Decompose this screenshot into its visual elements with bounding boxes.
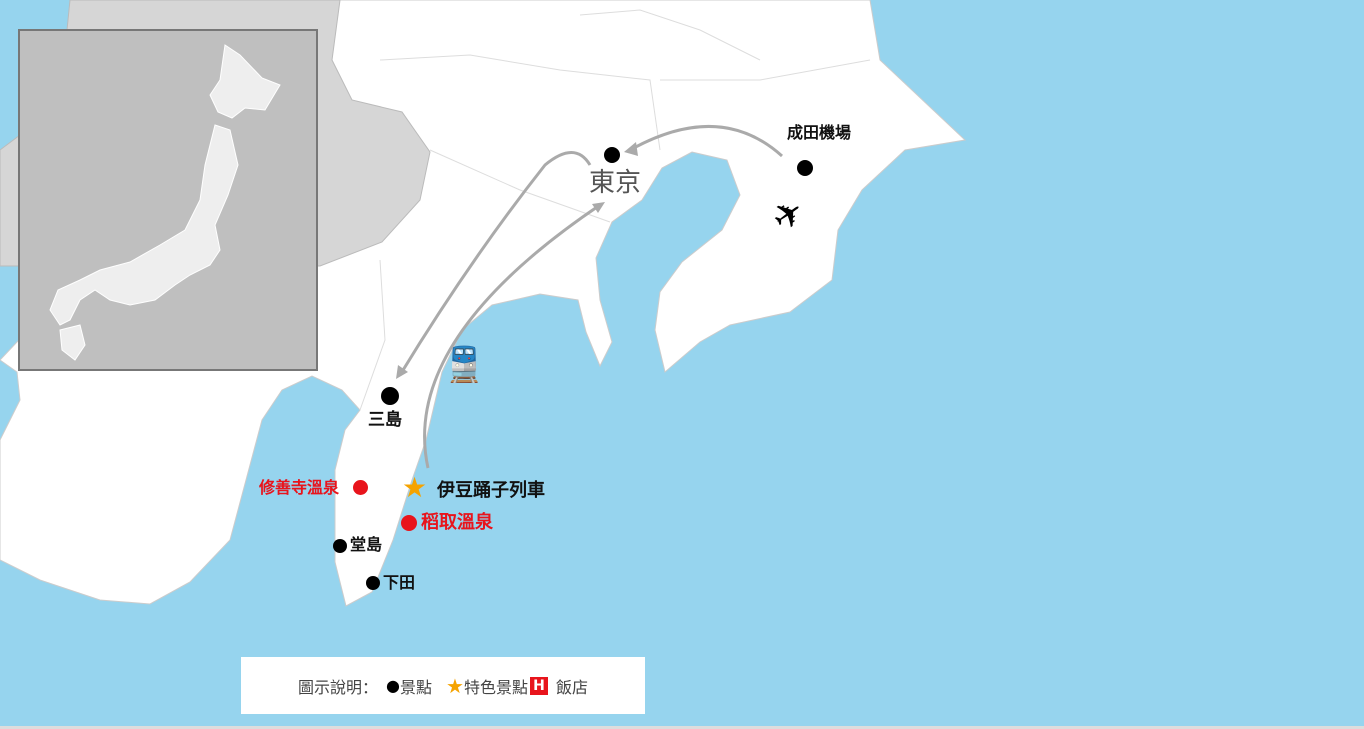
prefecture-borders [359, 9, 871, 411]
narita-dot[interactable] [797, 160, 813, 176]
legend-dot-icon: ● [386, 676, 400, 695]
izu-train-label: 伊豆踊子列車 [437, 480, 545, 501]
doshima-dot[interactable] [333, 539, 347, 553]
legend: 圖示說明： ● 景點 ★ 特色景點 H 飯店 [241, 657, 645, 714]
legend-hotel: 飯店 [555, 677, 588, 697]
legend-featured: 特色景點 [463, 677, 528, 697]
bottom-border [0, 726, 1364, 729]
legend-title: 圖示說明： [298, 677, 379, 697]
route-narita-tokyo [629, 125, 784, 158]
hotel-icon: H [529, 676, 548, 695]
route-tokyo-mishima [398, 151, 592, 376]
route-izu-tokyo [423, 203, 601, 469]
inatori-dot[interactable] [401, 515, 417, 531]
shuzenji-label: 修善寺溫泉 [259, 478, 340, 497]
routes [398, 125, 784, 469]
mishima-label: 三島 [368, 410, 402, 430]
shuzenji-dot[interactable] [353, 480, 368, 495]
mishima-dot[interactable] [381, 387, 399, 405]
legend-spot: 景點 [400, 677, 433, 697]
shimoda-dot[interactable] [366, 576, 380, 590]
tokyo-dot[interactable] [604, 147, 620, 163]
star-icon: ★ [402, 471, 428, 504]
tokyo-label: 東京 [589, 168, 642, 198]
arrowheads [396, 142, 638, 379]
legend-star-icon: ★ [446, 673, 464, 698]
train-icon: 🚆 [443, 345, 486, 385]
shimoda-label: 下田 [383, 573, 416, 592]
inset-japan [49, 44, 281, 361]
narita-label: 成田機場 [787, 123, 852, 142]
doshima-label: 堂島 [350, 535, 383, 554]
inatori-label: 稻取溫泉 [421, 512, 493, 533]
